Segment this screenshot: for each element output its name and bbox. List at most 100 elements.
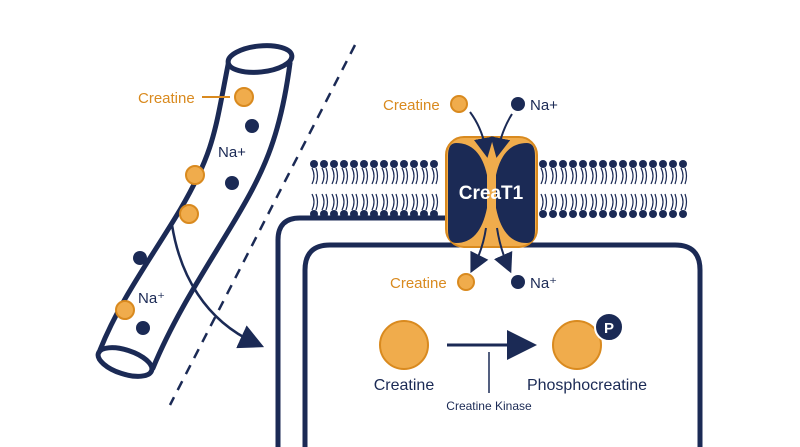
outside-creatine-dot xyxy=(450,95,468,113)
lipid-tail xyxy=(351,167,359,185)
lipid-head xyxy=(639,160,647,168)
lipid-head xyxy=(629,160,637,168)
vessel-top-opening xyxy=(225,43,295,75)
vessel-creatine-dot xyxy=(234,87,254,107)
lipid-tail xyxy=(540,193,548,211)
lipid-tail xyxy=(550,167,558,185)
lipid-head xyxy=(669,210,677,218)
lipid-tail xyxy=(421,193,429,211)
vessel-na-dot xyxy=(245,119,259,133)
lipid-tail xyxy=(590,193,598,211)
lipid-tail xyxy=(550,193,558,211)
lipid-head xyxy=(609,160,617,168)
lipid-head xyxy=(679,210,687,218)
lipid-tail xyxy=(371,167,379,185)
lipid-tail xyxy=(670,167,678,185)
lipid-tail xyxy=(580,193,588,211)
lipid-tail xyxy=(381,167,389,185)
inside-creatine-dot xyxy=(457,273,475,291)
lipid-head xyxy=(360,160,368,168)
lipid-tail xyxy=(630,167,638,185)
creatine-entry-arrow xyxy=(469,111,494,158)
inside-creatine-label: Creatine xyxy=(390,275,447,292)
lipid-tail xyxy=(590,167,598,185)
lipid-tail xyxy=(421,167,429,185)
lipid-head xyxy=(599,210,607,218)
lipid-tail xyxy=(341,167,349,185)
lipid-tail xyxy=(331,193,339,211)
lipid-head xyxy=(599,160,607,168)
creatine-substrate-circle xyxy=(379,320,429,370)
lipid-tail xyxy=(431,167,439,185)
lipid-head xyxy=(569,210,577,218)
na-entry-arrow xyxy=(490,113,513,158)
lipid-head xyxy=(659,160,667,168)
lipid-head xyxy=(350,160,358,168)
lipid-head xyxy=(579,210,587,218)
lipid-head xyxy=(649,160,657,168)
lipid-head xyxy=(320,160,328,168)
lipid-tail xyxy=(431,193,439,211)
lipid-tail xyxy=(311,193,319,211)
vessel-creatine-label: Creatine xyxy=(138,90,195,107)
phosphocreatine-circle xyxy=(552,320,602,370)
vessel-na-label-lower: Na⁺ xyxy=(138,290,165,307)
lipid-head xyxy=(420,160,428,168)
outside-na-dot xyxy=(511,97,525,111)
lipid-tail xyxy=(351,193,359,211)
vessel-na-dot xyxy=(133,251,147,265)
lipid-tail xyxy=(610,167,618,185)
lipid-head xyxy=(669,160,677,168)
inside-na-dot xyxy=(511,275,525,289)
lipid-tail xyxy=(630,193,638,211)
uptake-arrow xyxy=(170,224,265,349)
vessel-creatine-dot xyxy=(115,300,135,320)
lipid-tail xyxy=(321,193,329,211)
lipid-head xyxy=(559,160,567,168)
lipid-tail xyxy=(391,167,399,185)
lipid-head xyxy=(609,210,617,218)
lipid-tail xyxy=(620,193,628,211)
lipid-tail xyxy=(670,193,678,211)
lipid-head xyxy=(370,160,378,168)
inside-na-label: Na⁺ xyxy=(530,275,557,292)
lipid-tail xyxy=(401,167,409,185)
lipid-tail xyxy=(391,193,399,211)
lipid-head xyxy=(589,160,597,168)
lipid-head xyxy=(330,160,338,168)
vessel-na-label: Na+ xyxy=(218,144,246,161)
lipid-tail xyxy=(381,193,389,211)
lipid-tail xyxy=(610,193,618,211)
enzyme-label: Creatine Kinase xyxy=(446,399,532,413)
lipid-tail xyxy=(640,193,648,211)
phosphocreatine-label: Phosphocreatine xyxy=(527,377,647,394)
vessel-na-dot xyxy=(225,176,239,190)
lipid-tail xyxy=(560,193,568,211)
lipid-head xyxy=(539,210,547,218)
lipid-head xyxy=(659,210,667,218)
lipid-tail xyxy=(660,167,668,185)
lipid-tail xyxy=(361,193,369,211)
lipid-tail xyxy=(640,167,648,185)
lipid-tail xyxy=(570,193,578,211)
lipid-head xyxy=(380,160,388,168)
lipid-head xyxy=(430,160,438,168)
lipid-tail xyxy=(411,167,419,185)
lipid-head xyxy=(629,210,637,218)
na-exit-arrow xyxy=(493,227,513,274)
vessel-na-dot xyxy=(136,321,150,335)
lipid-tail xyxy=(401,193,409,211)
phosphate-badge xyxy=(594,312,624,342)
lipid-tail xyxy=(540,167,548,185)
lipid-tail xyxy=(361,167,369,185)
lipid-head xyxy=(649,210,657,218)
lipid-tail xyxy=(680,193,688,211)
lipid-head xyxy=(569,160,577,168)
lipid-tail xyxy=(600,193,608,211)
lipid-tail xyxy=(341,193,349,211)
lipid-head xyxy=(639,210,647,218)
lipid-head xyxy=(619,160,627,168)
outside-creatine-label: Creatine xyxy=(383,97,440,114)
cell-outer-outline xyxy=(275,215,445,447)
lipid-head xyxy=(549,210,557,218)
